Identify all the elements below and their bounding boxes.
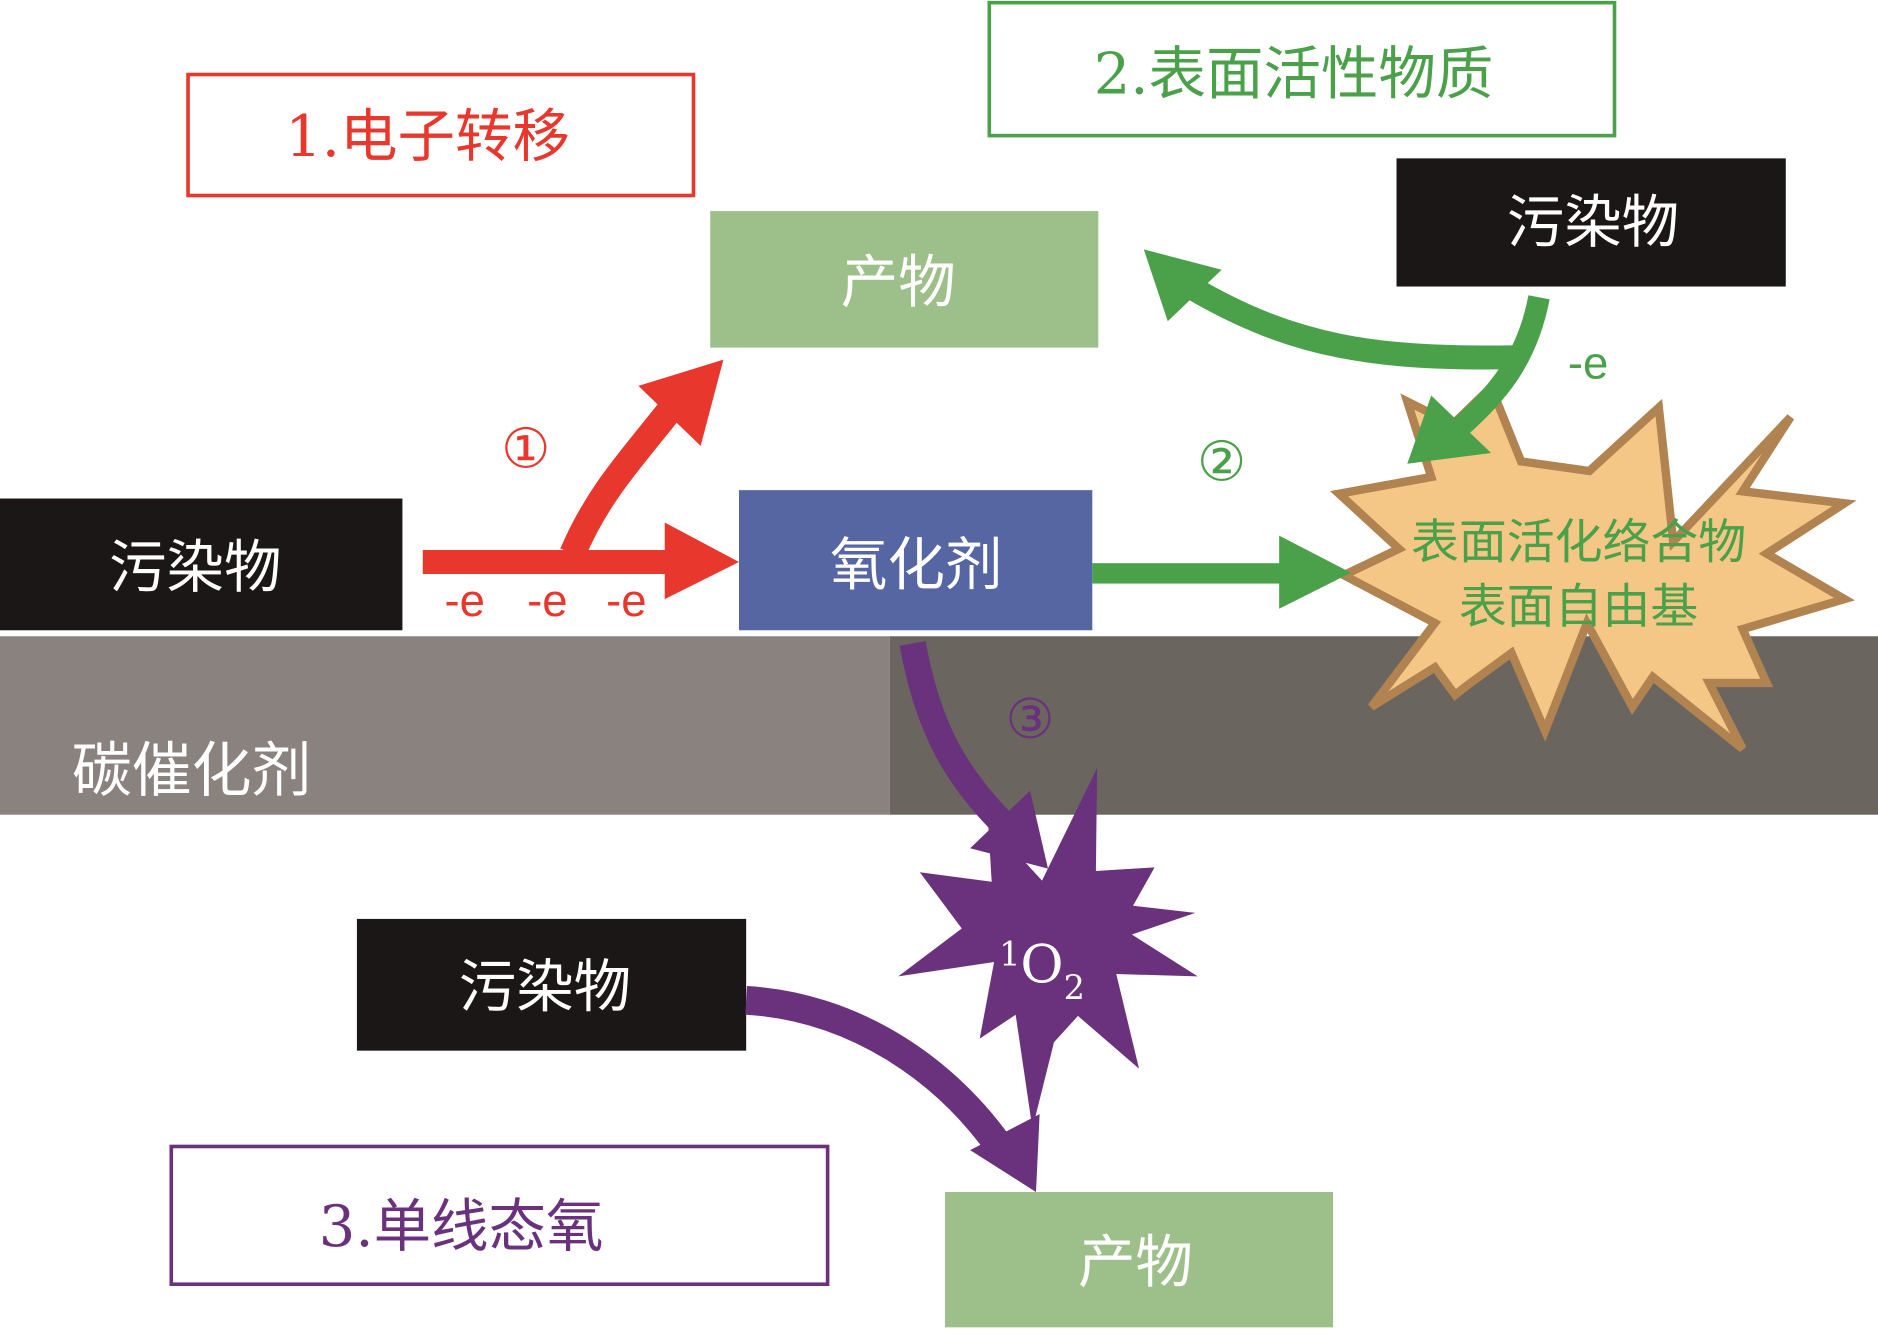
pollutant-left-label: 污染物 (109, 534, 281, 601)
green-arrow-head (1279, 535, 1352, 609)
purple-arrow-bottom-head (970, 1114, 1040, 1192)
purple-arrow-bottom-shaft (745, 986, 1019, 1165)
electron-label: -e (606, 575, 646, 626)
pollutant-bottom-label: 污染物 (459, 953, 631, 1020)
pollutant-top-right-label: 污染物 (1507, 189, 1679, 256)
path-1-label: ① (501, 416, 550, 480)
path-2-label: ② (1197, 430, 1246, 494)
green-curve-down-shaft (1448, 295, 1550, 440)
product-top-label: 产物 (841, 249, 956, 316)
red-curve-arrow-head (638, 359, 724, 446)
surface-species-starburst (1329, 379, 1857, 753)
red-arrow-head (664, 522, 739, 600)
mechanism-1-box (186, 72, 696, 198)
mechanism-2-box (987, 0, 1617, 138)
pollutant-top-right-box (1396, 158, 1786, 287)
product-bottom-box (944, 1191, 1334, 1328)
purple-arrow-down-shaft (899, 641, 1016, 837)
product-bottom-label: 产物 (1078, 1229, 1193, 1296)
pollutant-left-box (0, 498, 403, 631)
purple-arrow-down-head (970, 790, 1048, 869)
catalyst-band-left (0, 636, 890, 815)
product-top-box (710, 211, 1099, 348)
oxidant-label: 氧化剂 (830, 532, 1002, 599)
red-curve-arrow-shaft (560, 393, 688, 559)
oxidant-box (738, 490, 1093, 631)
catalyst-label: 碳催化剂 (72, 736, 312, 806)
mechanism-3-label: 3.单线态氧 (319, 1193, 604, 1260)
surface-radical-label: 表面自由基 (1459, 580, 1698, 635)
singlet-oxygen-label: 1O2 (999, 934, 1085, 1007)
green-curve-left-shaft (1185, 277, 1516, 370)
green-arrow-shaft (1092, 563, 1284, 584)
pollutant-bottom-box (356, 918, 747, 1051)
singlet-oxygen-starburst (898, 768, 1198, 1129)
red-arrow-shaft (422, 550, 669, 574)
electron-label-green: -e (1568, 338, 1608, 389)
surface-complex-label: 表面活化络合物 (1411, 515, 1746, 570)
electron-label: -e (444, 575, 484, 626)
path-3-label: ③ (1005, 687, 1054, 751)
green-curve-left-head (1143, 249, 1222, 322)
electron-label: -e (527, 575, 567, 626)
mechanism-3-box (169, 1144, 830, 1287)
mechanism-2-label: 2.表面活性物质 (1094, 41, 1494, 108)
green-curve-down-head (1407, 395, 1492, 464)
mechanism-1-label: 1.电子转移 (285, 103, 570, 170)
